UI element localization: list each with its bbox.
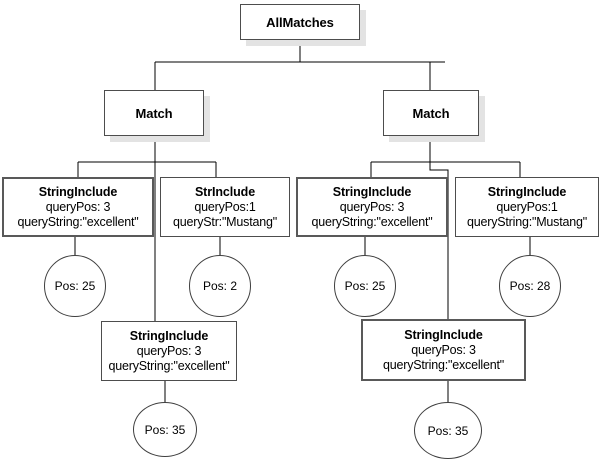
leaf-position-2[interactable]: Pos: 2 <box>189 255 251 317</box>
node-match-left[interactable]: Match <box>104 90 204 136</box>
node-condition-1-querystring: queryString:"excellent" <box>17 214 139 229</box>
node-match-right[interactable]: Match <box>383 90 479 136</box>
leaf-position-1[interactable]: Pos: 25 <box>44 255 106 317</box>
node-condition-4-title: StringInclude <box>487 184 567 199</box>
node-match-left-label: Match <box>135 105 173 121</box>
leaf-position-6-label: Pos: 35 <box>427 423 469 438</box>
node-condition-1-title: StringInclude <box>38 184 118 199</box>
node-condition-4[interactable]: StringInclude queryPos:1 queryString:"Mu… <box>455 177 599 237</box>
leaf-position-6[interactable]: Pos: 35 <box>414 402 482 459</box>
node-condition-4-querypos: queryPos:1 <box>496 199 558 214</box>
node-condition-2-querypos: queryPos:1 <box>194 199 256 214</box>
node-condition-3-querypos: queryPos: 3 <box>339 199 405 214</box>
node-condition-6-querystring: queryString:"excellent" <box>382 357 504 372</box>
node-condition-6-title: StringInclude <box>404 327 483 342</box>
node-condition-2-querystring: queryStr:"Mustang" <box>173 214 277 229</box>
node-allmatches[interactable]: AllMatches <box>240 4 360 40</box>
node-condition-5-querystring: queryString:"excellent" <box>108 358 230 373</box>
node-condition-2[interactable]: StrInclude queryPos:1 queryStr:"Mustang" <box>160 177 290 237</box>
node-condition-1-querypos: queryPos: 3 <box>45 199 111 214</box>
node-condition-5-title: StringInclude <box>129 328 209 343</box>
node-condition-1[interactable]: StringInclude queryPos: 3 queryString:"e… <box>2 177 154 237</box>
leaf-position-5[interactable]: Pos: 35 <box>133 402 197 457</box>
node-condition-6[interactable]: StringInclude queryPos: 3 queryString:"e… <box>361 319 526 381</box>
node-allmatches-label: AllMatches <box>266 14 334 30</box>
node-condition-5-querypos: queryPos: 3 <box>136 343 202 358</box>
node-condition-2-title: StrInclude <box>194 184 256 199</box>
node-condition-3-title: StringInclude <box>332 184 412 199</box>
leaf-position-4-label: Pos: 28 <box>509 279 551 293</box>
leaf-position-3[interactable]: Pos: 25 <box>334 255 396 317</box>
leaf-position-3-label: Pos: 25 <box>344 279 386 293</box>
leaf-position-2-label: Pos: 2 <box>202 279 238 293</box>
edge-match-right-to-bottom <box>429 136 449 320</box>
node-condition-3[interactable]: StringInclude queryPos: 3 queryString:"e… <box>296 177 448 237</box>
node-condition-4-querystring: queryString:"Mustang" <box>466 214 587 229</box>
node-match-right-label: Match <box>412 105 450 121</box>
leaf-position-4[interactable]: Pos: 28 <box>499 255 561 317</box>
node-condition-6-querypos: queryPos: 3 <box>411 342 476 357</box>
leaf-position-1-label: Pos: 25 <box>54 279 96 293</box>
node-condition-5[interactable]: StringInclude queryPos: 3 queryString:"e… <box>101 321 237 381</box>
leaf-position-5-label: Pos: 35 <box>144 422 186 437</box>
node-condition-3-querystring: queryString:"excellent" <box>311 214 433 229</box>
